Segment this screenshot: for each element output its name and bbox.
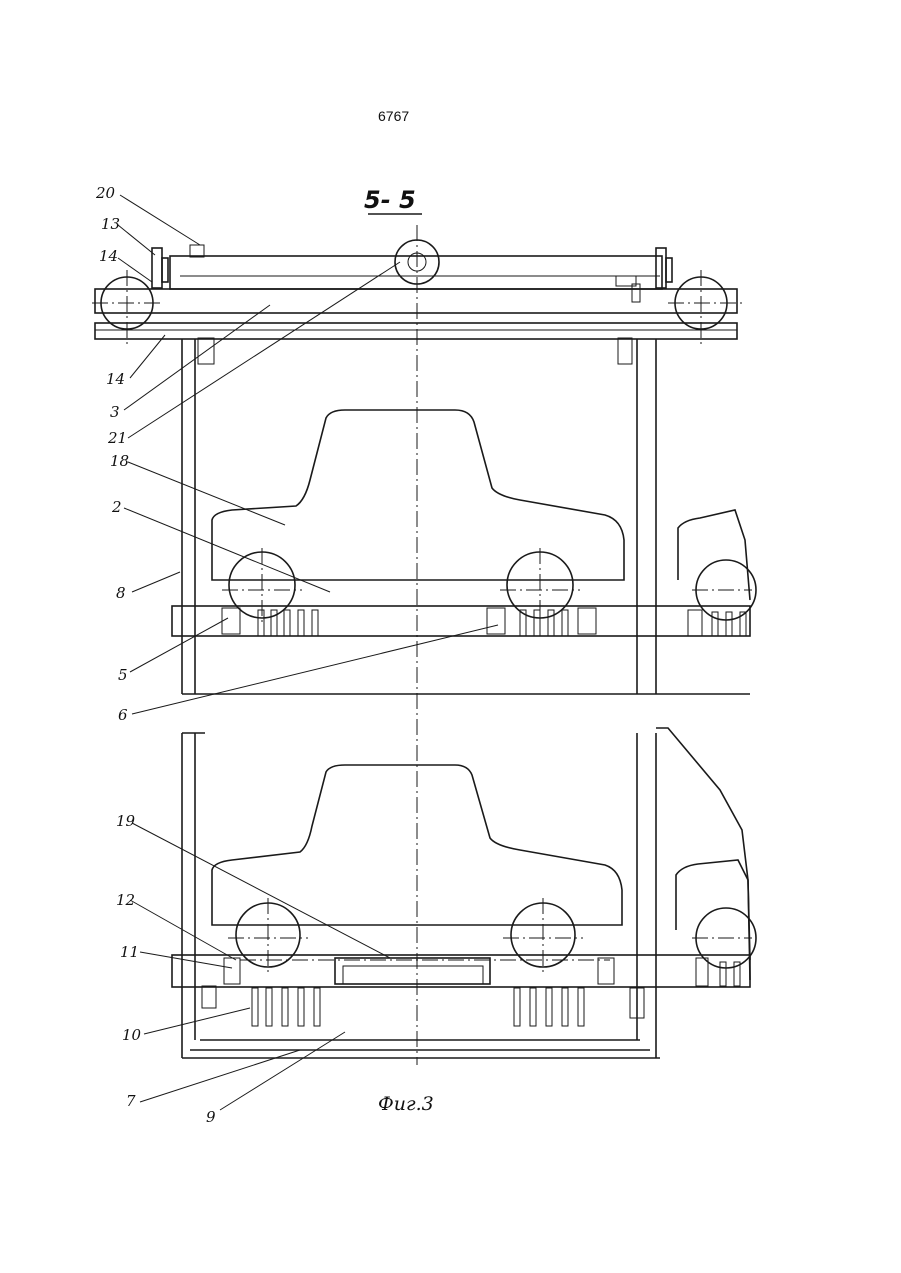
ref-label-6: 6	[118, 706, 128, 724]
ref-label-14-top: 14	[99, 247, 118, 265]
ref-label-19: 19	[116, 812, 136, 830]
leader-lines	[118, 195, 498, 1110]
ref-label-5: 5	[118, 666, 128, 684]
section-label: 5- 5	[364, 186, 416, 214]
ref-label-11: 11	[120, 943, 139, 961]
ref-label-2: 2	[111, 498, 122, 516]
upper-cage	[172, 339, 756, 694]
figure-caption: Фиг.3	[378, 1093, 434, 1115]
ref-label-21: 21	[107, 429, 127, 447]
ref-label-8: 8	[116, 584, 126, 602]
ref-label-12: 12	[116, 891, 135, 909]
ref-label-3: 3	[110, 403, 120, 421]
ref-label-13: 13	[101, 215, 120, 233]
ref-label-20: 20	[95, 184, 116, 202]
ref-label-18: 18	[110, 452, 129, 470]
ref-label-7: 7	[126, 1092, 136, 1110]
lower-cage	[172, 728, 756, 1058]
ref-label-14-bottom: 14	[106, 370, 125, 388]
ref-label-10: 10	[122, 1026, 142, 1044]
ref-label-9: 9	[206, 1108, 216, 1126]
